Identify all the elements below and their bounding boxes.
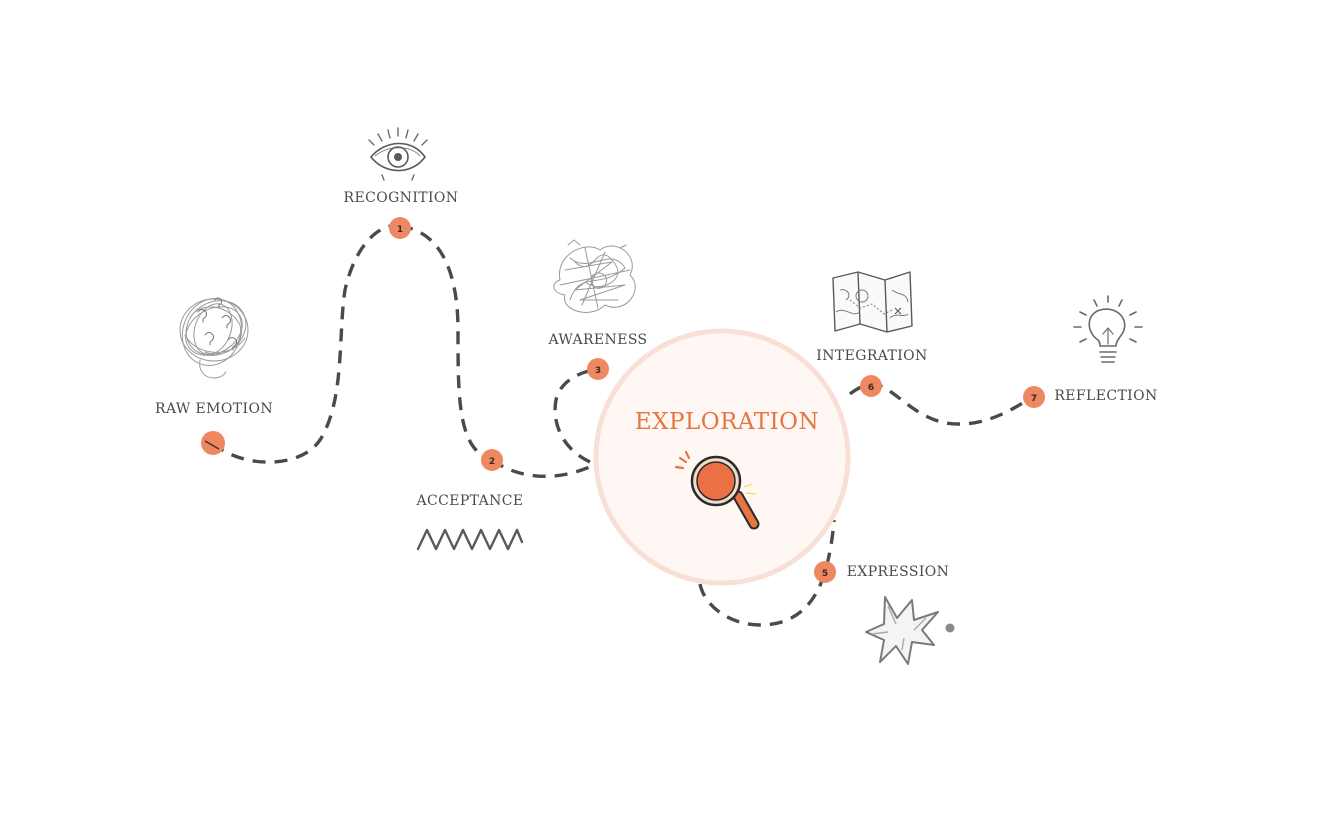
- stage-label-reflection: REFLECTION: [1054, 388, 1157, 404]
- stage-label-integration: INTEGRATION: [816, 348, 927, 364]
- burst-icon: [865, 596, 955, 665]
- stage-marker-raw-emotion: [201, 431, 225, 455]
- svg-text:3: 3: [595, 366, 601, 376]
- stage-marker-recognition: 1: [389, 217, 411, 239]
- svg-text:2: 2: [489, 457, 495, 467]
- svg-text:5: 5: [822, 569, 828, 579]
- stage-marker-reflection: 7: [1023, 386, 1045, 408]
- stage-marker-integration: 6: [860, 375, 882, 397]
- lightbulb-icon: [1073, 295, 1143, 363]
- path-segment-awareness: [553, 367, 599, 464]
- map-icon: [832, 271, 913, 333]
- stage-label-raw-emotion: RAW EMOTION: [155, 401, 273, 417]
- svg-text:7: 7: [1031, 394, 1037, 404]
- path-segment-start: [211, 223, 401, 464]
- eye-icon: [368, 127, 428, 181]
- magnifier-icon: [674, 450, 760, 530]
- path-segment-expression: [698, 519, 836, 627]
- tangled-question-ball-icon: [179, 297, 249, 379]
- stage-label-recognition: RECOGNITION: [344, 190, 459, 206]
- svg-text:1: 1: [397, 225, 403, 235]
- zigzag-wave-icon: [416, 528, 524, 551]
- path-segment-acceptance-circle: [491, 458, 597, 479]
- svg-text:6: 6: [868, 383, 874, 393]
- stage-marker-expression: 5: [814, 561, 836, 583]
- exploration-title: EXPLORATION: [635, 409, 819, 435]
- scribble-cloud-icon: [553, 239, 636, 313]
- stage-marker-awareness: 3: [587, 358, 609, 380]
- stage-label-expression: EXPRESSION: [847, 564, 950, 580]
- stage-label-acceptance: ACCEPTANCE: [415, 493, 523, 509]
- path-segment-recognition-acceptance: [399, 224, 493, 462]
- exploration-focus: EXPLORATION: [593, 328, 851, 586]
- stage-label-awareness: AWARENESS: [547, 332, 647, 348]
- stage-marker-acceptance: 2: [481, 449, 503, 471]
